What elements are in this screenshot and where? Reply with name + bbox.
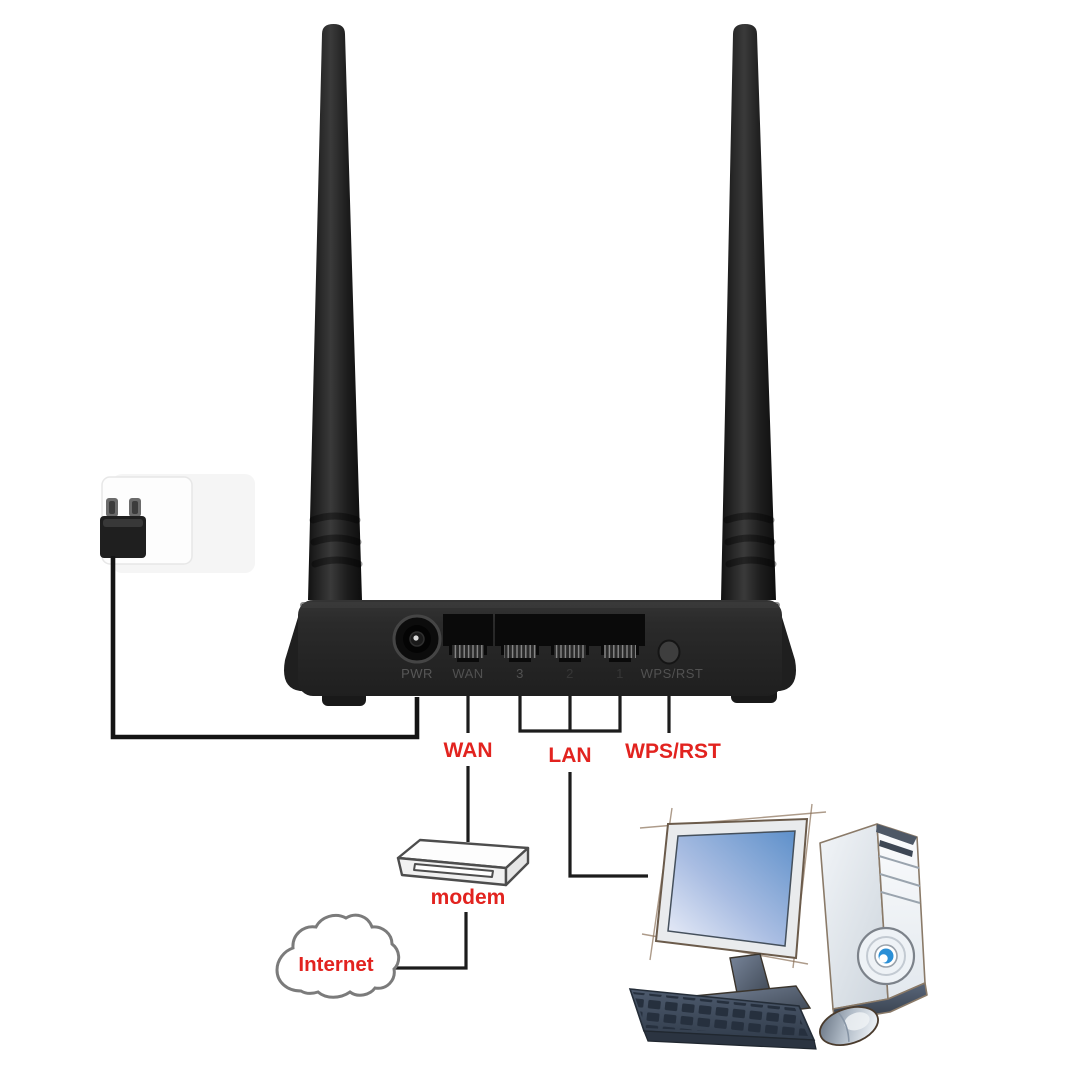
port-label-3: 3 <box>516 666 524 681</box>
wan-callout-label: WAN <box>444 739 493 762</box>
port-label-wps-rst: WPS/RST <box>641 666 704 681</box>
power-button-swirl-icon <box>878 948 894 964</box>
mouse-highlight <box>844 1012 870 1031</box>
power-cable <box>110 556 420 740</box>
outlet-slot-right-inner <box>132 501 138 514</box>
mouse-button-divider <box>837 1012 850 1042</box>
port-label-2: 2 <box>566 666 574 681</box>
computer-illustration <box>628 803 928 1050</box>
antenna-right <box>721 24 776 600</box>
tower-power-button <box>856 926 916 986</box>
port-label-pwr: PWR <box>401 666 433 681</box>
port-label-1: 1 <box>616 666 624 681</box>
modem-illustration <box>396 838 530 887</box>
lan-port-3 <box>495 614 545 662</box>
tower-top-vent <box>879 840 913 857</box>
port-label-wan: WAN <box>452 666 483 681</box>
wps-rst-button <box>657 639 681 665</box>
antenna-grip-ridges <box>309 512 777 568</box>
lan-port-2 <box>545 614 595 662</box>
wps-rst-callout-label: WPS/RST <box>625 740 721 763</box>
lan-callout-label: LAN <box>548 744 591 767</box>
modem-label: modem <box>431 886 506 909</box>
ethernet-ports <box>443 614 645 662</box>
keyboard-front-lip <box>643 1030 817 1050</box>
outlet-slot-left-inner <box>109 501 115 514</box>
lan-to-computer-line <box>568 772 648 878</box>
lan-port-1 <box>595 614 645 662</box>
mouse <box>819 1006 879 1046</box>
power-plug-highlight <box>103 519 143 527</box>
modem-front-slot <box>413 863 494 878</box>
pwr-jack <box>392 614 442 664</box>
wan-port <box>443 614 493 662</box>
tower <box>819 823 928 1022</box>
tower-top-edge <box>876 824 917 845</box>
router-body-top-highlight <box>300 602 780 608</box>
keyboard <box>628 988 817 1050</box>
tower-drive-bays <box>878 855 921 904</box>
modem-end-face <box>504 846 530 887</box>
wall-outlet <box>100 474 255 573</box>
monitor <box>654 817 812 1021</box>
router: PWR WAN 3 2 1 WPS/RST <box>284 24 796 706</box>
keyboard-keys <box>633 992 808 1036</box>
antenna-left <box>308 24 362 600</box>
internet-label: Internet <box>298 953 373 976</box>
cloud-outline <box>275 913 401 999</box>
monitor-screen <box>667 830 796 947</box>
internet-cloud: Internet <box>275 913 401 999</box>
modem-to-internet-line <box>391 912 468 970</box>
